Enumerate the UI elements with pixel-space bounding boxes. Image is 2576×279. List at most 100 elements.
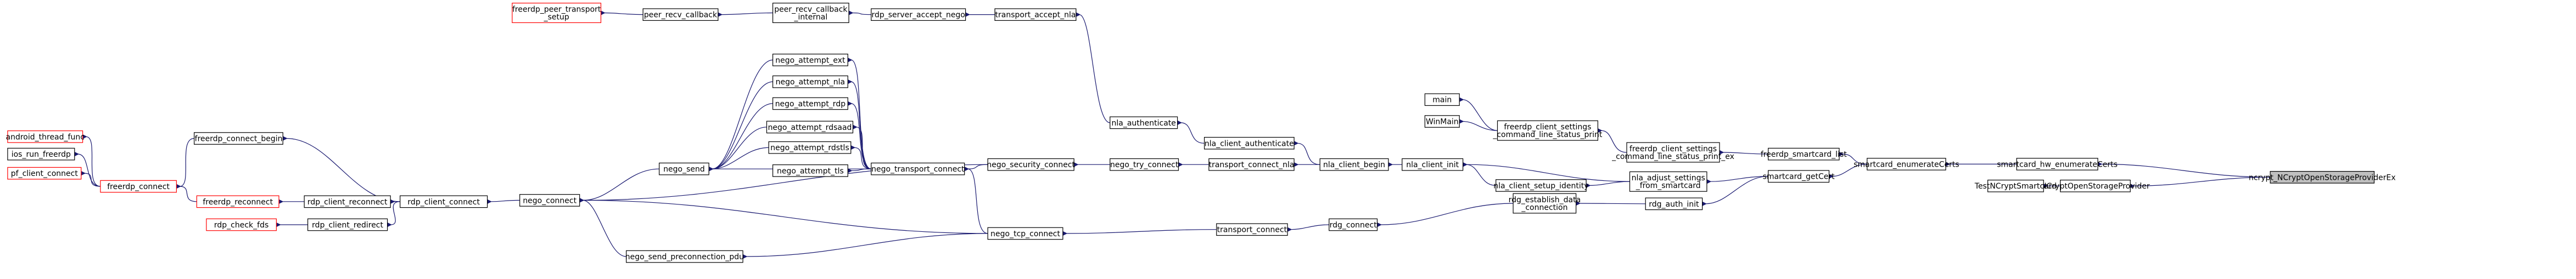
node-label: rdg_establish_data — [1509, 196, 1581, 204]
node-peer-recv-cb-internal[interactable]: peer_recv_callback_internal — [772, 2, 849, 23]
node-box — [2016, 158, 2098, 170]
node-label: freerdp_smartcard_list — [1761, 150, 1847, 159]
node-nla-client-begin[interactable]: nla_client_begin — [1319, 158, 1389, 171]
node-freerdp-reconnect[interactable]: freerdp_reconnect — [196, 195, 279, 208]
node-rdp-client-reconnect[interactable]: rdp_client_reconnect — [304, 195, 391, 208]
node-label: NCryptOpenStorageProvider — [2041, 182, 2150, 191]
node-pf-client-connect[interactable]: pf_client_connect — [7, 167, 82, 180]
node-box — [1110, 158, 1179, 171]
node-box — [304, 195, 391, 208]
node-box — [1216, 223, 1288, 236]
node-nego-transport-connect[interactable]: nego_transport_connect — [871, 162, 965, 175]
node-rdp-client-redirect[interactable]: rdp_client_redirect — [307, 218, 388, 231]
node-nego-send[interactable]: nego_send — [659, 162, 709, 175]
edge-nego-transport-connect-to-nego-attempt-ext — [851, 60, 871, 169]
node-label: nla_adjust_settings — [1632, 174, 1705, 183]
node-box — [2270, 171, 2375, 184]
node-box — [626, 250, 743, 263]
node-freerdp-connect[interactable]: freerdp_connect — [100, 180, 177, 193]
node-transport-accept-nla[interactable]: transport_accept_nla — [994, 8, 1077, 21]
node-ncrypt-open-ex[interactable]: ncrypt_NCryptOpenStorageProviderEx — [2249, 171, 2396, 184]
edge-nla-authenticate-to-transport-accept-nla — [1079, 15, 1110, 123]
edge-nego-attempt-nla-to-nego-send — [712, 81, 773, 169]
node-cmdline-print-ex[interactable]: freerdp_client_settings_command_line_sta… — [1611, 142, 1734, 163]
node-label: TestNCryptSmartcard — [1974, 182, 2057, 191]
node-nla-client-init[interactable]: nla_client_init — [1402, 158, 1464, 171]
edge-nla-adjust-to-nla-setup-identity — [1589, 181, 1630, 185]
node-freerdp-peer-transport-setup[interactable]: freerdp_peer_transport_setup — [512, 2, 602, 23]
node-label: peer_recv_callback — [644, 11, 718, 20]
edge-ncrypt-open-ex-to-smartcard-hw-enum — [2101, 164, 2271, 178]
node-transport-connect-nla[interactable]: transport_connect_nla — [1208, 158, 1295, 171]
node-box — [768, 141, 852, 154]
node-box — [100, 180, 177, 193]
node-label: WinMain — [1426, 118, 1459, 127]
node-label: nla_client_authenticate — [1205, 139, 1294, 148]
node-label: nego_attempt_ext — [775, 56, 845, 65]
node-box — [1768, 170, 1830, 183]
node-label: ios_run_freerdp — [12, 150, 71, 159]
node-rdp-check-fds[interactable]: rdp_check_fds — [206, 218, 277, 231]
node-rdp-server-accept-nego[interactable]: rdp_server_accept_nego — [871, 8, 966, 21]
node-transport-connect[interactable]: transport_connect — [1216, 223, 1288, 236]
node-nego-attempt-rdstls[interactable]: nego_attempt_rdstls — [768, 141, 852, 154]
node-box — [1496, 179, 1587, 192]
node-box — [1329, 218, 1378, 231]
node-label: android_thread_func — [6, 133, 85, 141]
node-label: nego_attempt_rdstls — [770, 144, 849, 152]
node-rdg-establish[interactable]: rdg_establish_data_connection — [1509, 193, 1581, 214]
node-box — [772, 2, 849, 23]
node-peer-recv-cb[interactable]: peer_recv_callback — [642, 8, 719, 21]
node-nego-security-connect[interactable]: nego_security_connect — [987, 158, 1076, 171]
node-rdp-client-connect[interactable]: rdp_client_connect — [400, 195, 488, 208]
node-box — [766, 121, 854, 134]
node-smartcard-enum[interactable]: smartcard_enumerateCerts — [1853, 158, 1959, 170]
node-freerdp-smartcard-list[interactable]: freerdp_smartcard_list — [1761, 147, 1847, 161]
node-test-ncrypt-smartcard[interactable]: TestNCryptSmartcard — [1974, 179, 2057, 192]
node-nego-tcp-connect[interactable]: nego_tcp_connect — [987, 227, 1063, 240]
node-rdg-connect[interactable]: rdg_connect — [1329, 218, 1378, 231]
node-label: _command_line_status_print — [1492, 130, 1603, 139]
node-label: main — [1432, 96, 1452, 105]
node-label: nego_attempt_rdp — [775, 100, 846, 109]
node-main[interactable]: main — [1424, 93, 1460, 106]
node-smartcard-hw-enum[interactable]: smartcard_hw_enumerateCerts — [1997, 158, 2118, 170]
node-nego-send-precon[interactable]: nego_send_preconnection_pdu — [625, 250, 744, 263]
node-label: _from_smartcard — [1636, 181, 1701, 190]
edge-nla-client-auth-to-nla-authenticate — [1181, 123, 1205, 144]
node-nego-attempt-ext[interactable]: nego_attempt_ext — [772, 53, 848, 66]
node-label: smartcard_hw_enumerateCerts — [1997, 160, 2118, 169]
node-label: transport_connect — [1217, 226, 1287, 235]
node-nla-authenticate[interactable]: nla_authenticate — [1110, 116, 1178, 129]
node-label: freerdp_client_settings — [1504, 123, 1591, 132]
edge-rdg-auth-init-to-rdg-establish — [1580, 203, 1646, 204]
node-nego-connect[interactable]: nego_connect — [519, 194, 580, 207]
node-ncrypt-open[interactable]: NCryptOpenStorageProvider — [2041, 179, 2150, 192]
node-label: nego_send_preconnection_pdu — [625, 253, 744, 261]
node-freerdp-connect-begin[interactable]: freerdp_connect_begin — [194, 132, 283, 145]
edge-nego-attempt-rdsaad-to-nego-send — [712, 127, 767, 169]
node-box — [1110, 116, 1178, 129]
node-rdg-auth-init[interactable]: rdg_auth_init — [1645, 197, 1703, 210]
node-nego-attempt-rdsaad[interactable]: nego_attempt_rdsaad — [766, 121, 854, 134]
node-nla-adjust[interactable]: nla_adjust_settings_from_smartcard — [1629, 171, 1707, 192]
node-label: rdp_client_redirect — [312, 221, 383, 230]
edge-nego-security-connect-to-nego-transport-connect — [968, 164, 988, 169]
node-nla-client-auth[interactable]: nla_client_authenticate — [1204, 136, 1295, 150]
node-nego-attempt-tls[interactable]: nego_attempt_tls — [772, 164, 848, 177]
node-nego-attempt-rdp[interactable]: nego_attempt_rdp — [772, 97, 848, 110]
node-box — [772, 53, 848, 66]
node-winmain[interactable]: WinMain — [1424, 115, 1460, 128]
node-cmdline-print[interactable]: freerdp_client_settings_command_line_sta… — [1492, 120, 1603, 141]
node-label: smartcard_getCert — [1763, 173, 1835, 181]
node-ios-run-freerdp[interactable]: ios_run_freerdp — [7, 147, 75, 161]
node-nego-try-connect[interactable]: nego_try_connect — [1110, 158, 1179, 171]
node-smartcard-getcert[interactable]: smartcard_getCert — [1763, 170, 1835, 183]
node-label: freerdp_reconnect — [203, 198, 273, 207]
node-label: peer_recv_callback — [774, 5, 848, 14]
node-nla-setup-identity[interactable]: nla_client_setup_identity — [1493, 179, 1589, 192]
node-android-thread-func[interactable]: android_thread_func — [6, 130, 85, 143]
node-nego-attempt-nla[interactable]: nego_attempt_nla — [772, 75, 848, 88]
node-box — [7, 147, 75, 161]
